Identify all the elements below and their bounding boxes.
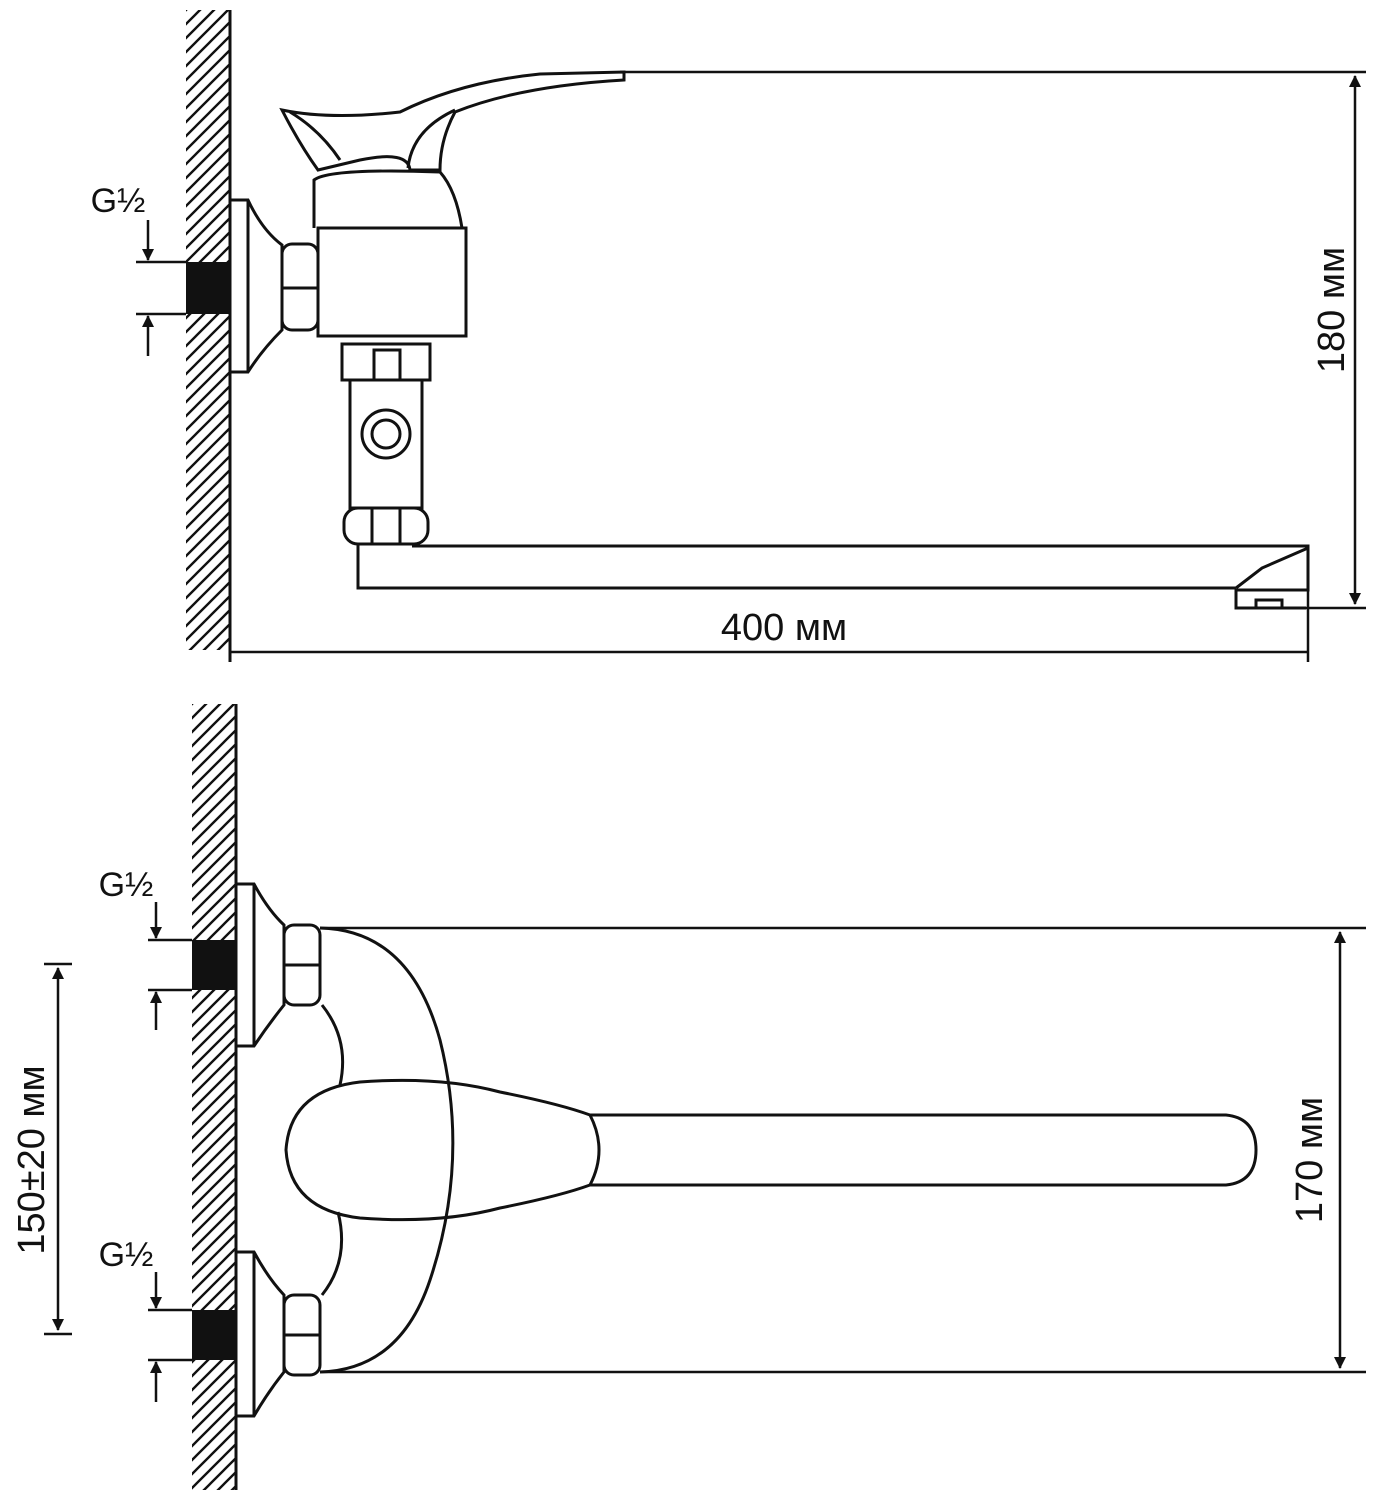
lever-handle [279, 70, 626, 172]
mixer-body [312, 169, 468, 338]
top-view: 170 мм 150±20 мм G½ G½ [11, 704, 1366, 1490]
wall-pipe [186, 262, 230, 314]
depth-dimension: 170 мм [320, 926, 1366, 1374]
thread-dimension-side: G½ [91, 182, 186, 356]
thread-dimension-upper: G½ [99, 866, 192, 1030]
connector-nut-lower [282, 1293, 322, 1377]
depth-label: 170 мм [1289, 1097, 1331, 1223]
length-label: 400 мм [721, 607, 847, 649]
connector-nut [280, 242, 320, 332]
side-view: 180 мм 400 мм G½ [91, 10, 1366, 662]
connector-nut-upper [282, 923, 322, 1007]
wall-hatching-top [186, 10, 232, 662]
wall-pipe-upper [192, 940, 236, 990]
length-dimension: 400 мм [230, 590, 1310, 662]
thread-label-side: G½ [91, 182, 146, 220]
spacing-label: 150±20 мм [11, 1065, 53, 1254]
height-label: 180 мм [1311, 247, 1353, 373]
thread-dimension-lower: G½ [99, 1236, 192, 1402]
mixer-body-top [319, 926, 455, 1374]
escutcheon-lower [234, 1250, 286, 1418]
spout-swivel [340, 342, 432, 546]
wall-pipe-lower [192, 1310, 236, 1360]
lever-handle-top [284, 1078, 1258, 1222]
height-dimension: 180 мм [620, 70, 1366, 610]
spout [356, 544, 1310, 610]
escutcheon-upper [234, 882, 286, 1048]
thread-label-lower: G½ [99, 1236, 154, 1274]
thread-label-upper: G½ [99, 866, 154, 904]
escutcheon [228, 198, 284, 374]
wall-hatching-bottom [192, 704, 238, 1490]
spacing-dimension: 150±20 мм [11, 962, 72, 1336]
